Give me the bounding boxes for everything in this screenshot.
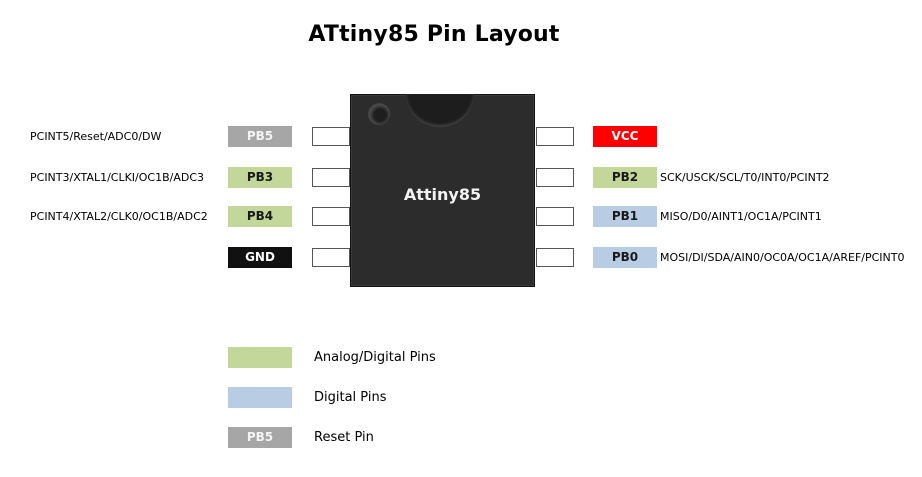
legend-text-digital: Digital Pins [314, 390, 387, 405]
legend-swatch-reset: PB5 [228, 427, 292, 448]
pin-lead-2 [312, 168, 350, 187]
pin-label-pb5: PB5 [228, 126, 292, 147]
pin-label-pb3: PB3 [228, 167, 292, 188]
pin-label-pb2: PB2 [593, 167, 657, 188]
pin-lead-7 [536, 168, 574, 187]
pin-functions-pb2: SCK/USCK/SCL/T0/INT0/PCINT2 [660, 171, 830, 184]
pin-label-pb0: PB0 [593, 247, 657, 268]
pin-lead-5 [536, 248, 574, 267]
page-title: ATtiny85 Pin Layout [308, 22, 560, 47]
pin-functions-pb5: PCINT5/Reset/ADC0/DW [30, 130, 162, 143]
pin-label-pb4: PB4 [228, 206, 292, 227]
legend-swatch-analog-digital [228, 347, 292, 368]
pin-label-vcc: VCC [593, 126, 657, 147]
pin1-indicator-dot [368, 103, 390, 125]
chip-name: Attiny85 [403, 185, 482, 204]
pin-lead-6 [536, 207, 574, 226]
legend-text-reset: Reset Pin [314, 430, 374, 445]
pin-label-gnd: GND [228, 247, 292, 268]
pin-functions-pb3: PCINT3/XTAL1/CLKI/OC1B/ADC3 [30, 171, 205, 184]
pin-lead-3 [312, 207, 350, 226]
pin-lead-4 [312, 248, 350, 267]
pin-label-pb1: PB1 [593, 206, 657, 227]
pin-lead-1 [312, 127, 350, 146]
pin-functions-pb0: MOSI/DI/SDA/AIN0/OC0A/OC1A/AREF/PCINT0 [660, 251, 905, 264]
pin-functions-pb4: PCINT4/XTAL2/CLK0/OC1B/ADC2 [30, 210, 208, 223]
legend-swatch-digital [228, 387, 292, 408]
pin-lead-8 [536, 127, 574, 146]
pin-functions-pb1: MISO/D0/AINT1/OC1A/PCINT1 [660, 210, 822, 223]
legend-text-analog-digital: Analog/Digital Pins [314, 350, 436, 365]
